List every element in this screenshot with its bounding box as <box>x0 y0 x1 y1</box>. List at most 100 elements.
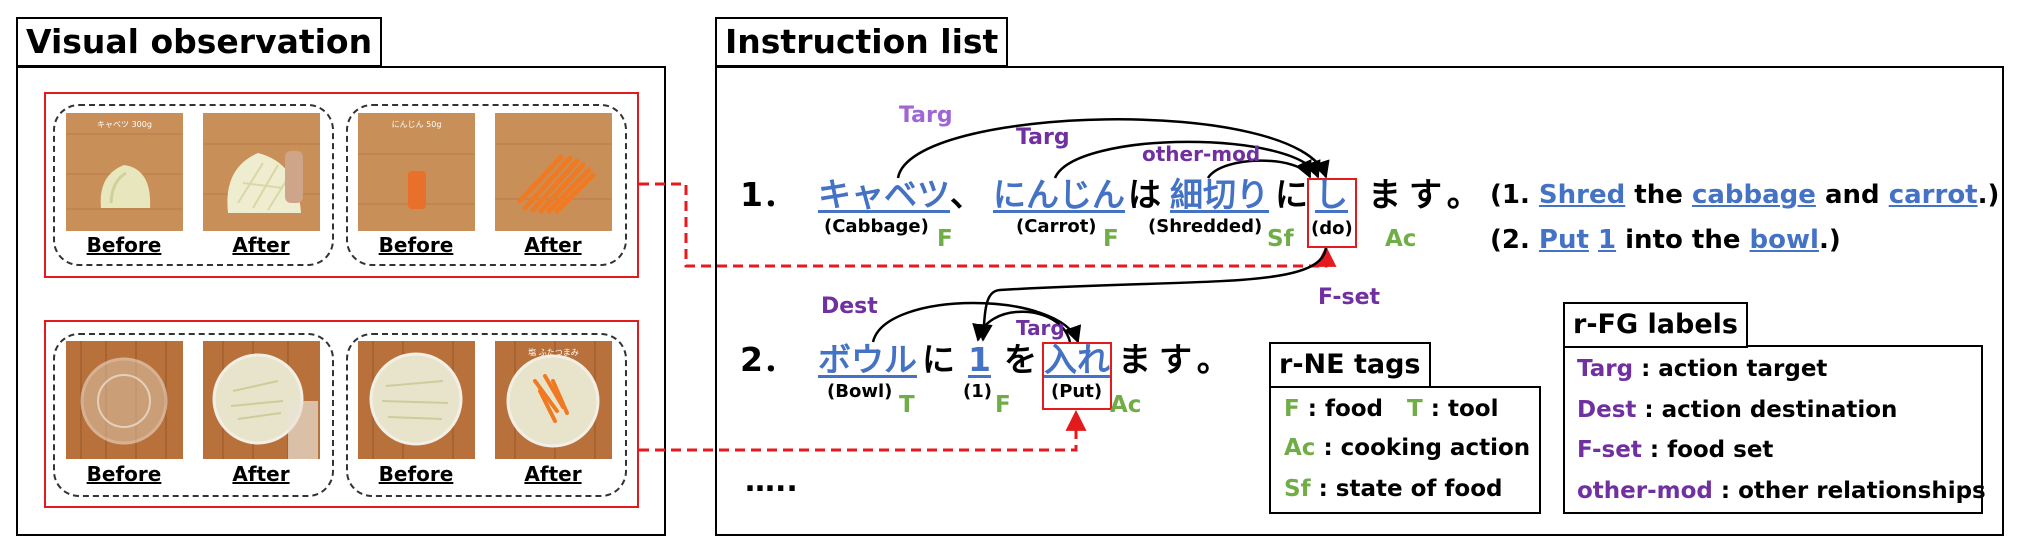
rfg-desc-fset: : food set <box>1649 437 1774 463</box>
before-label: Before <box>86 462 162 486</box>
tag-f-one: F <box>995 392 1011 418</box>
action-box-do <box>1307 178 1357 248</box>
before-after-pair-cabbage <box>53 104 334 266</box>
rfg-tag-othermod: other-mod <box>1577 478 1713 504</box>
t2-into: into the <box>1625 225 1741 255</box>
rfg-desc-othermod: : other relationships <box>1720 478 1986 504</box>
rne-tag-t: T <box>1407 396 1423 422</box>
t1-the: the <box>1634 180 1683 210</box>
gloss-put: (Put) <box>1051 381 1103 402</box>
mix-after-image <box>495 341 612 459</box>
rfg-tag-targ: Targ <box>1577 356 1634 382</box>
word-put[interactable]: 入れ <box>1044 340 1110 379</box>
t2-one: 1 <box>1597 225 1617 255</box>
after-label: After <box>524 462 582 486</box>
connector-row2-to-put <box>639 409 1087 452</box>
gloss-one: (1) <box>963 381 992 402</box>
after-label: After <box>524 233 582 257</box>
rne-desc-ac: : cooking action <box>1323 435 1531 461</box>
particle-ni: に <box>1275 175 1308 214</box>
before-label: Before <box>378 233 454 257</box>
photo-caption: 塩 ふたつまみ <box>528 348 579 357</box>
t1-cabbage: cabbage <box>1691 180 1816 210</box>
photo-bowl-before <box>66 341 183 459</box>
before-after-pair-carrot <box>346 104 627 266</box>
cabbage-after-image <box>203 113 320 231</box>
rfg-legend-title: r-FG labels <box>1563 302 1748 348</box>
word-cabbage[interactable]: キャベツ <box>818 175 950 214</box>
step-number-1: 1． <box>740 175 796 214</box>
carrot-after-image <box>495 113 612 231</box>
rne-legend-row-3: Sf : state of food <box>1284 476 1503 502</box>
step-number-2: 2． <box>740 340 796 379</box>
rne-desc-sf: : state of food <box>1318 476 1503 502</box>
t2-close: .) <box>1818 225 1841 255</box>
label-dest: Dest <box>821 294 878 319</box>
t1-and: and <box>1824 180 1880 210</box>
rfg-legend-row-2: Dest : action destination <box>1577 397 1897 423</box>
action-box-put <box>1042 342 1112 410</box>
particle-wo: を <box>1004 340 1037 379</box>
label-targ-3: Targ <box>1016 316 1065 340</box>
photo-carrot-after <box>495 113 612 231</box>
t1-carrot: carrot <box>1888 180 1978 210</box>
comma: 、 <box>950 175 983 214</box>
tag-f-carrot: F <box>1103 226 1119 252</box>
t1-close: .) <box>1977 180 2000 210</box>
rfg-tag-dest: Dest <box>1577 397 1637 423</box>
after-label: After <box>232 233 290 257</box>
tag-t-bowl: T <box>899 392 915 418</box>
translation-2: (2. Put 1 into the bowl.) <box>1490 225 1841 255</box>
t1-shred: Shred <box>1538 180 1626 210</box>
ellipsis: ….. <box>745 464 798 499</box>
before-label: Before <box>378 462 454 486</box>
word-carrot[interactable]: にんじん <box>993 175 1125 214</box>
rne-tag-sf: Sf <box>1284 476 1311 502</box>
observation-row-2 <box>44 320 639 508</box>
word-do[interactable]: し <box>1315 175 1348 214</box>
arc-targ-cabbage <box>896 118 1330 179</box>
rfg-desc-targ: : action target <box>1641 356 1828 382</box>
label-targ-1: Targ <box>899 103 953 128</box>
word-one[interactable]: 1 <box>968 340 991 379</box>
rne-tag-ac: Ac <box>1284 435 1316 461</box>
translation-1: (1. Shred the cabbage and carrot.) <box>1490 180 1999 210</box>
visual-observation-title: Visual observation <box>16 17 383 67</box>
observation-row-1 <box>44 92 639 278</box>
label-f-set: F-set <box>1318 285 1381 310</box>
rne-legend-box <box>1269 386 1541 514</box>
before-label: Before <box>86 233 162 257</box>
tag-sf-shredded: Sf <box>1267 226 1294 252</box>
photo-mix-before <box>358 341 475 459</box>
gloss-do: (do) <box>1311 218 1353 239</box>
gloss-carrot: (Carrot) <box>1016 216 1097 237</box>
rfg-tag-fset: F-set <box>1577 437 1642 463</box>
tag-f-cabbage: F <box>937 226 953 252</box>
suffix-masu-2: ます。 <box>1118 340 1238 379</box>
word-bowl[interactable]: ボウル <box>818 340 917 379</box>
instruction-list-title: Instruction list <box>715 17 1009 67</box>
rfg-legend-row-1: Targ : action target <box>1577 356 1827 382</box>
after-label: After <box>232 462 290 486</box>
photo-caption: キャベツ 300g <box>97 120 152 129</box>
t2-put: Put <box>1538 225 1589 255</box>
arc-targ-one <box>972 310 1072 343</box>
word-shredded[interactable]: 細切り <box>1170 175 1269 214</box>
particle-ha: は <box>1128 175 1161 214</box>
suffix-masu: ます。 <box>1368 175 1488 214</box>
gloss-shredded: (Shredded) <box>1148 216 1263 237</box>
photo-caption: にんじん 50g <box>391 120 442 129</box>
photo-bowl-after <box>203 341 320 459</box>
rne-desc-f: : food <box>1307 396 1384 422</box>
rne-legend-row-2: Ac : cooking action <box>1284 435 1530 461</box>
rne-desc-t: : tool <box>1430 396 1499 422</box>
t2-bowl: bowl <box>1749 225 1819 255</box>
photo-carrot-before: にんじん 50g <box>358 113 475 231</box>
t2-open: (2. <box>1490 225 1530 255</box>
arc-othermod-shred <box>1206 159 1312 179</box>
rne-tag-f: F <box>1284 396 1300 422</box>
bowl-before-image <box>66 341 183 459</box>
arc-dest-bowl <box>871 301 1082 344</box>
label-other-mod: other-mod <box>1142 142 1261 166</box>
label-targ-2: Targ <box>1016 125 1070 150</box>
